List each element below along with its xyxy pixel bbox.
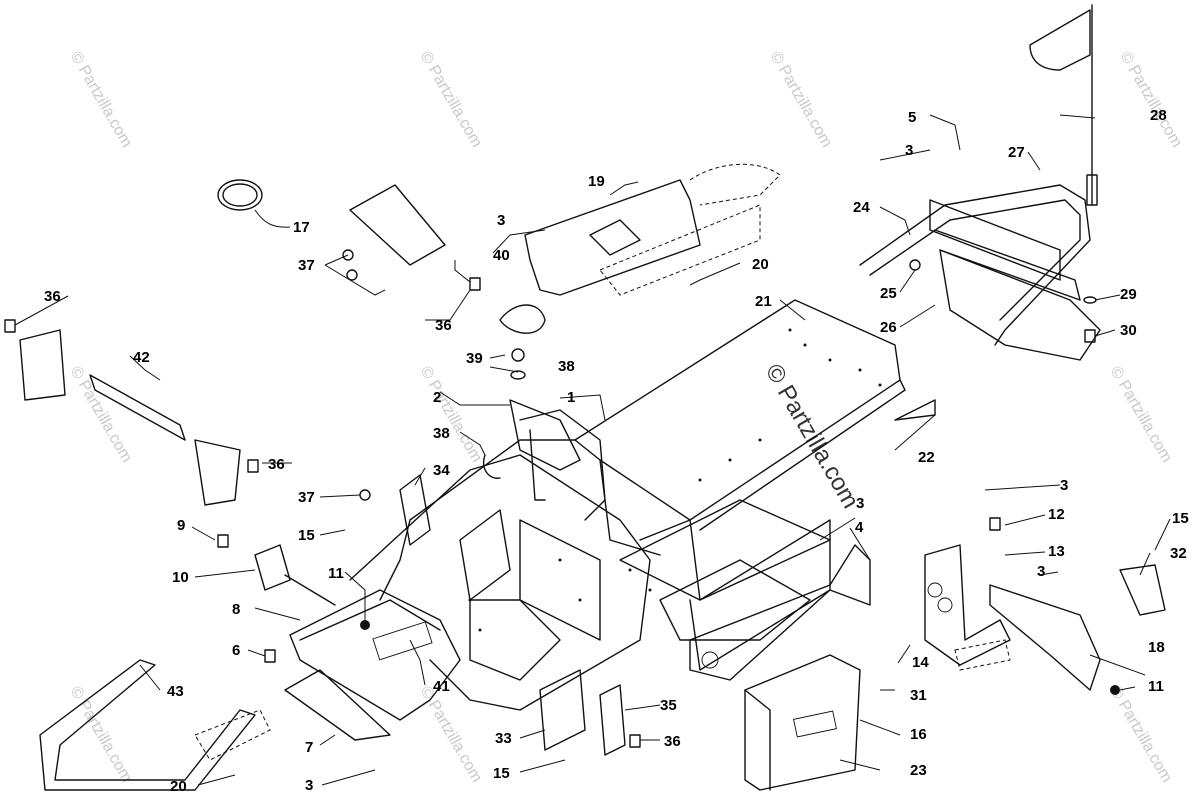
callout-37: 37: [298, 257, 315, 274]
mounts-center: [284, 474, 626, 756]
callout-3: 3: [1037, 563, 1045, 580]
leader-lines: [14, 114, 1171, 786]
callout-20: 20: [170, 778, 187, 795]
callout-34: 34: [433, 462, 450, 479]
callout-16: 16: [910, 726, 927, 743]
callout-2: 2: [433, 389, 441, 406]
callout-11: 11: [1148, 678, 1164, 695]
callout-1: 1: [567, 389, 575, 406]
callout-36: 36: [435, 317, 452, 334]
callout-15: 15: [1172, 510, 1189, 527]
callout-15: 15: [493, 765, 510, 782]
callout-37: 37: [298, 489, 315, 506]
callout-21: 21: [755, 293, 772, 310]
callout-36: 36: [664, 733, 681, 750]
callout-9: 9: [177, 517, 185, 534]
callout-38: 38: [433, 425, 450, 442]
callout-11: 11: [328, 565, 344, 582]
watermark: © Partzilla.com: [1107, 364, 1176, 466]
callout-3: 3: [856, 495, 864, 512]
seat-support-19: [524, 163, 781, 296]
callout-43: 43: [167, 683, 184, 700]
callout-40: 40: [493, 247, 510, 264]
callout-19: 19: [588, 173, 605, 190]
callout-36: 36: [268, 456, 285, 473]
callout-3: 3: [1060, 477, 1068, 494]
callout-23: 23: [910, 762, 927, 779]
callout-12: 12: [1048, 506, 1065, 523]
callout-20: 20: [752, 256, 769, 273]
callout-24: 24: [853, 199, 870, 216]
rear-bumper-24: [859, 184, 1091, 346]
callout-42: 42: [133, 349, 150, 366]
callout-31: 31: [910, 687, 927, 704]
footrest-4: [689, 544, 871, 681]
callout-29: 29: [1120, 286, 1137, 303]
callout-15: 15: [298, 527, 315, 544]
watermark: © Partzilla.com: [67, 364, 136, 466]
callout-5: 5: [908, 109, 916, 126]
watermark: © Partzilla.com: [1117, 49, 1186, 151]
callout-39: 39: [466, 350, 483, 367]
small-parts: [4, 179, 1120, 748]
callout-30: 30: [1120, 322, 1137, 339]
callout-14: 14: [912, 654, 929, 671]
watermark: © Partzilla.com: [417, 684, 486, 786]
watermark: © Partzilla.com: [417, 49, 486, 151]
callout-28: 28: [1150, 107, 1167, 124]
watermark: © Partzilla.com: [767, 49, 836, 151]
watermark-center: © Partzilla.com: [760, 360, 864, 514]
callout-38: 38: [558, 358, 575, 375]
callout-41: 41: [433, 678, 450, 695]
callout-26: 26: [880, 319, 897, 336]
flag-28: [1029, 4, 1098, 206]
callout-27: 27: [1008, 144, 1025, 161]
front-bumper-43: [39, 659, 271, 791]
watermark: © Partzilla.com: [1107, 684, 1176, 786]
callout-3: 3: [497, 212, 505, 229]
frame-holes: [468, 328, 882, 632]
callout-36: 36: [44, 288, 61, 305]
callout-6: 6: [232, 642, 240, 659]
callout-35: 35: [660, 697, 677, 714]
callout-32: 32: [1170, 545, 1187, 562]
watermark: © Partzilla.com: [67, 49, 136, 151]
callout-4: 4: [855, 519, 864, 536]
callout-7: 7: [305, 739, 313, 756]
watermark: © Partzilla.com: [67, 684, 136, 786]
steering-shaft-42: [19, 329, 241, 506]
callout-25: 25: [880, 285, 897, 302]
cover-16: [744, 654, 861, 791]
callout-13: 13: [1048, 543, 1065, 560]
mud-flap-26: [939, 249, 1101, 361]
callout-8: 8: [232, 601, 240, 618]
callout-labels: 1 2 3 3 3 3 3 3 4 5 6 7 8 9 10 11 11 12 …: [44, 107, 1189, 795]
main-frame: [289, 299, 906, 721]
callout-3: 3: [305, 777, 313, 794]
callout-3: 3: [905, 142, 913, 159]
watermark: © Partzilla.com: [417, 364, 486, 466]
callout-33: 33: [495, 730, 512, 747]
callout-10: 10: [172, 569, 189, 586]
callout-22: 22: [918, 449, 935, 466]
callout-18: 18: [1148, 639, 1165, 656]
callout-17: 17: [293, 219, 310, 236]
